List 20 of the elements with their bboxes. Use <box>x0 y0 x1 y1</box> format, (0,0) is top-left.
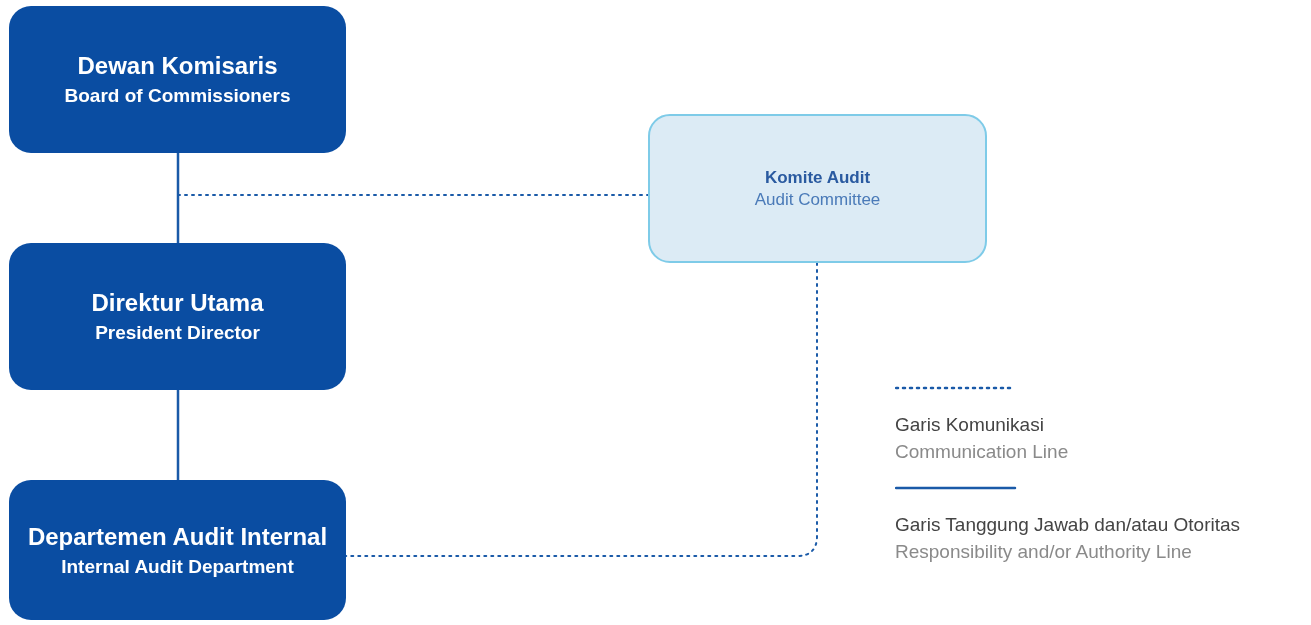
dotted-connector <box>345 262 818 557</box>
legend-text: Garis Tanggung Jawab dan/atau Otoritas <box>895 513 1242 537</box>
node-subtitle: Audit Committee <box>754 188 881 210</box>
legend-text: Garis Komunikasi <box>895 413 1045 437</box>
org-box <box>9 480 346 620</box>
org-box <box>9 6 346 153</box>
node-title: Departemen Audit Internal <box>27 521 328 551</box>
connector-line <box>176 388 180 482</box>
node-subtitle: Internal Audit Department <box>61 554 294 579</box>
node-subtitle: President Director <box>95 321 260 345</box>
dotted-connector <box>177 194 649 196</box>
node-title: Dewan Komisaris <box>77 51 278 81</box>
committee-box <box>648 114 987 263</box>
connector-line <box>176 151 180 245</box>
node-title: Komite Audit <box>764 167 871 189</box>
org-box <box>9 243 346 390</box>
node-title: Direktur Utama <box>91 288 264 318</box>
legend-subtext: Communication Line <box>895 440 1070 464</box>
node-subtitle: Board of Commissioners <box>64 84 291 108</box>
legend-subtext: Responsibility and/or Authority Line <box>895 540 1193 564</box>
